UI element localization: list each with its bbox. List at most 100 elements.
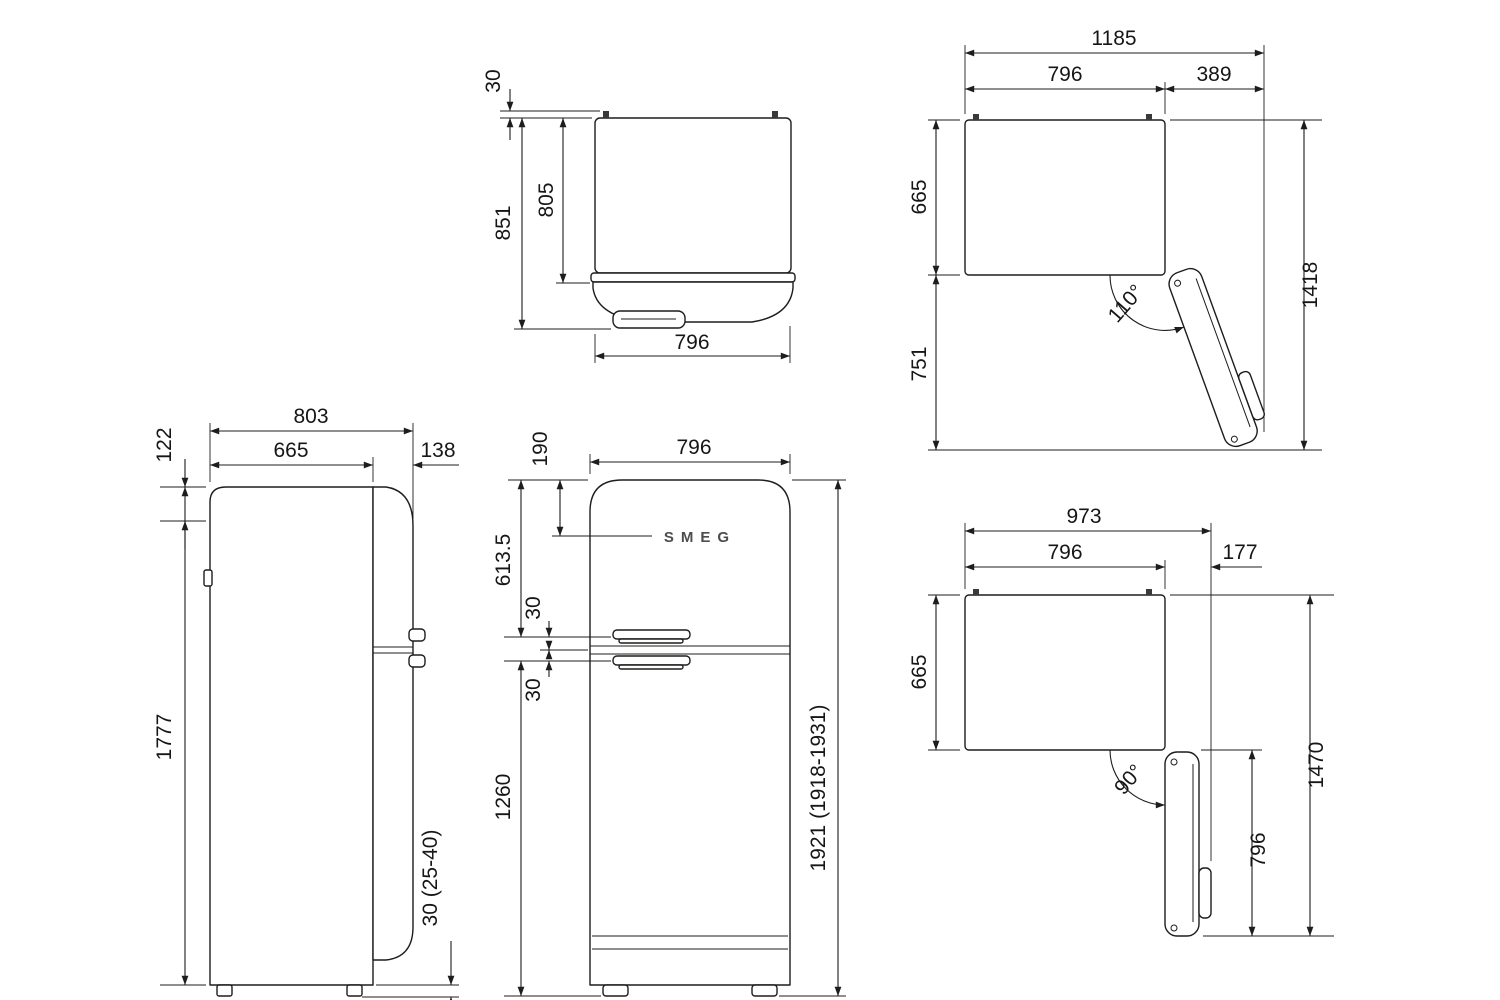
dim-label-total-depth: 803 (293, 405, 328, 428)
dim-label-body-depth: 665 (273, 439, 308, 462)
dim-side-feet-height: 30 (25-40) (362, 830, 459, 1000)
door-hinge-dot (1230, 435, 1238, 443)
hinge-pin-left (973, 589, 979, 595)
dim-label-door-depth: 138 (420, 439, 455, 462)
side-view: 803 665 138 122 1777 30 (25-4 (153, 405, 459, 1000)
side-door-profile (372, 486, 414, 961)
dim-label-width: 796 (674, 331, 709, 354)
dim-label-open-door-depth: 796 (1247, 832, 1270, 867)
dim-label-upper-handle-gap: 30 (522, 596, 545, 619)
dim-side-top-offset: 122 (153, 427, 206, 549)
dim-front-overall-height: 1921 (1918-1931) (779, 479, 846, 997)
dim-label-cabinet-depth: 665 (908, 179, 931, 214)
dim-label-depth-with-handle: 851 (492, 205, 515, 240)
hinge-pin-right (1146, 114, 1152, 120)
top-view-open-110: 110° 1185 796 389 665 751 (908, 27, 1322, 451)
dim-side-body-depth: 665 (210, 439, 374, 482)
dim-side-door-depth: 138 (413, 439, 459, 469)
dim-90-overall-depth: 1470 (1170, 594, 1334, 937)
door-hinge-dot (1170, 758, 1178, 766)
dim-label-overall-height: 1921 (1918-1931) (807, 705, 830, 872)
hinge-pin-left (973, 114, 979, 120)
dim-110-door-swing: 751 (908, 275, 1322, 451)
dim-front-width: 796 (589, 436, 791, 474)
top-cabinet-outline (964, 119, 1166, 276)
dim-top-depth-with-handle: 851 (492, 118, 611, 330)
dim-front-lower-handle-gap: 30 (504, 640, 611, 702)
dim-label-opening-angle: 90° (1110, 760, 1148, 799)
dim-label-overall-width: 973 (1066, 505, 1101, 528)
side-hinge-bracket (203, 569, 213, 587)
dim-top-depth-with-door: 805 (535, 118, 590, 284)
front-foot-right (751, 984, 778, 997)
front-foot-left (602, 984, 629, 997)
door-handle (1198, 867, 1212, 919)
top-cabinet-closed (590, 111, 796, 329)
dim-90-open-door-depth: 796 (1201, 749, 1270, 936)
dim-label-hinge-pin: 30 (482, 69, 505, 92)
front-cabinet: SMEG (589, 479, 791, 997)
door-inner-line (1195, 278, 1251, 428)
open-door (1164, 751, 1212, 937)
lower-door-handle (612, 655, 691, 666)
dim-label-overall-width: 1185 (1091, 27, 1136, 50)
dim-label-overall-depth: 1418 (1299, 262, 1322, 309)
top-view-closed: 30 851 805 796 (482, 69, 796, 363)
opening-angle-arc (1109, 274, 1185, 334)
door-hinge-dot (1170, 924, 1178, 932)
side-lower-handle (408, 654, 426, 668)
door-hinge-dot (1174, 279, 1182, 287)
dim-90-cabinet-width: 796 (965, 541, 1166, 589)
dim-110-cabinet-width: 796 (965, 63, 1166, 114)
open-door-panel (1164, 751, 1200, 937)
side-cabinet-body (209, 486, 374, 986)
dim-label-top-offset: 122 (153, 427, 176, 462)
side-foot-front (346, 984, 363, 997)
dim-90-overall-width: 973 (964, 505, 1212, 861)
cabinet-110: 110° (964, 114, 1265, 448)
hinge-pin-left (603, 111, 609, 118)
dim-label-cabinet-width: 796 (1047, 63, 1082, 86)
door-trim (590, 272, 796, 283)
dim-side-body-height: 1777 (153, 487, 206, 986)
dim-label-width: 796 (676, 436, 711, 459)
top-cabinet-outline (594, 117, 792, 274)
dim-110-cabinet-depth: 665 (908, 119, 960, 276)
dim-label-door-projection: 389 (1196, 63, 1231, 86)
dim-110-door-projection: 389 (1165, 63, 1264, 93)
open-door-panel (1168, 267, 1258, 448)
hinge-pin-right (1146, 589, 1152, 595)
lower-handle-mount (618, 664, 684, 670)
dim-front-lower-section: 1260 (492, 661, 601, 997)
opening-angle-arc (1109, 749, 1166, 809)
dim-label-lower-section: 1260 (492, 774, 515, 821)
upper-door-handle (612, 629, 691, 640)
dim-label-feet-height: 30 (25-40) (419, 830, 442, 927)
door-handle (1238, 370, 1265, 421)
dim-top-hinge-pin: 30 (482, 69, 600, 140)
hinge-pin-right (772, 111, 778, 118)
dim-label-overall-depth: 1470 (1305, 742, 1328, 789)
dim-side-total-depth: 803 (209, 405, 414, 519)
open-door (1168, 267, 1265, 448)
dim-label-door-swing: 751 (908, 346, 931, 381)
dim-label-top-to-upper-handle: 613.5 (492, 534, 515, 587)
dim-label-top-to-logo: 190 (529, 431, 552, 466)
dim-label-body-height: 1777 (153, 714, 176, 761)
dim-label-opening-angle: 110° (1104, 280, 1149, 327)
dim-label-depth-with-door: 805 (535, 182, 558, 217)
dim-110-overall-depth: 1418 (1170, 119, 1322, 450)
front-cabinet-outline (589, 479, 791, 986)
dim-label-cabinet-width: 796 (1047, 541, 1082, 564)
dim-90-cabinet-depth: 665 (908, 594, 960, 751)
upper-handle-mount (618, 638, 684, 644)
top-view-open-90: 90° 973 796 177 665 1470 (908, 505, 1334, 937)
front-view: SMEG 190 796 613.5 (492, 431, 846, 997)
dim-front-upper-handle-gap: 30 (522, 596, 588, 660)
dim-label-cabinet-depth: 665 (908, 654, 931, 689)
top-cabinet-outline (964, 594, 1166, 751)
dim-label-door-projection: 177 (1222, 541, 1257, 564)
dim-front-top-to-upper-handle: 613.5 (492, 480, 611, 638)
